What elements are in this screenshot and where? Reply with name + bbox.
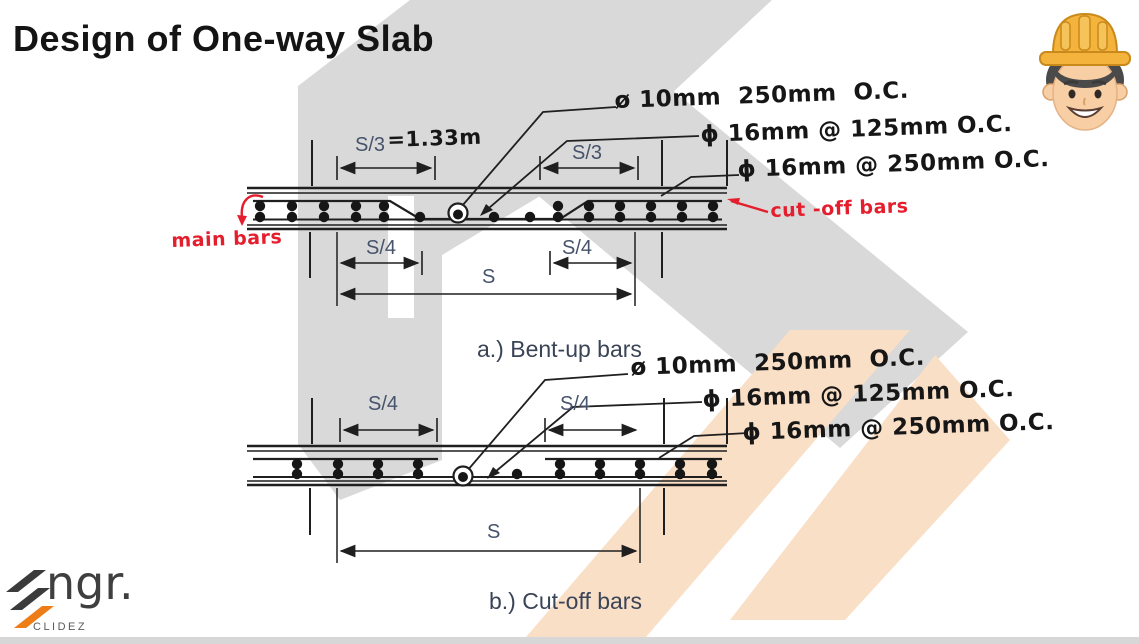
note-main-bars: main bars [171,226,283,252]
dim-a-s3-left-label: S/3 [355,134,386,156]
rebar-dot [674,468,686,480]
avatar-nose [1083,97,1086,106]
rebar-dot [707,200,719,212]
rebar-dot [676,200,688,212]
rebar-dot [614,211,626,223]
rebar-dot [594,468,606,480]
slab-b-supports [309,398,728,563]
rebar-dot [332,458,344,470]
rebar-dot [706,458,718,470]
rebar-dot [645,211,657,223]
rebar-dot [634,468,646,480]
rebar-dot [372,458,384,470]
rebar-dot [594,458,606,470]
hard-hat-icon [1039,12,1131,66]
rebar-dot [412,458,424,470]
slab-a-outline [247,186,727,231]
rebar-dot [254,200,266,212]
rebar-dot [372,468,384,480]
rebar-dot [554,458,566,470]
rebar-dot [286,200,298,212]
slab-a-supports [309,140,728,306]
dots-b-top-row [291,458,718,470]
rebar-dot [674,458,686,470]
rebar-dot [318,211,330,223]
leaders-b [466,373,749,479]
page-title: Design of One-way Slab [13,18,435,59]
dots-a-top-row [254,200,719,212]
dim-a-span: S [482,266,496,288]
logo-mark-icon [6,570,54,628]
rebar-dot [318,200,330,212]
avatar-brow-left [1063,80,1079,86]
rebar-dot [707,211,719,223]
caption-b: b.) Cut-off bars [489,588,642,614]
engineer-avatar [1039,12,1131,131]
avatar-face [1052,55,1118,131]
avatar-smile [1065,105,1105,118]
rebar-dot [291,458,303,470]
rebar-dot [378,211,390,223]
rebar-dot [706,468,718,480]
dims-b [339,418,638,558]
logo-wordmark: ngr. [46,556,134,610]
rebar-dot [412,468,424,480]
slab-b-outline [247,444,727,487]
avatar-eye-right [1094,89,1102,99]
dim-b-s4-right: S/4 [560,393,591,415]
dots-b-bottom-row [291,468,718,480]
rebar-dot [676,211,688,223]
dim-a-s3-left: S/3 =1.33m [355,125,482,157]
rebar-dot [524,211,536,223]
circled-bar-a [447,202,469,224]
rebar-dot [614,200,626,212]
red-marks-a [237,194,769,226]
rebar-dot [645,200,657,212]
rebar-dot [254,211,266,223]
logo-subtext: CLIDEZ [33,621,88,633]
circled-bar-b [452,465,474,487]
dim-b-span: S [487,521,501,543]
rebar-dot [350,211,362,223]
rebar-dot [583,200,595,212]
rebar-dot [414,211,426,223]
dots-a-bottom-row [254,211,719,223]
rebar-dot [378,200,390,212]
rebar-dot [286,211,298,223]
rebar-dot [332,468,344,480]
rebar-dot [583,211,595,223]
rebar-dot [634,458,646,470]
caption-a: a.) Bent-up bars [477,336,642,362]
dim-b-s4-left: S/4 [368,393,399,415]
dim-a-s4-right: S/4 [562,237,593,259]
avatar-brow-right [1091,80,1107,86]
rebar-dot [554,468,566,480]
rebar-dot [488,211,500,223]
leaders-a [461,106,740,216]
bottom-strip [0,637,1139,644]
rebar-dot [552,211,564,223]
dim-a-s4-left: S/4 [366,237,397,259]
rebar-dot [350,200,362,212]
rebar-dot [291,468,303,480]
avatar-eye-left [1068,89,1076,99]
dim-a-s3-right: S/3 [572,142,603,164]
rebar-dot [511,468,523,480]
dims-a [336,156,639,301]
dim-a-s3-left-note: =1.33m [387,124,483,152]
rebar-dot [552,200,564,212]
